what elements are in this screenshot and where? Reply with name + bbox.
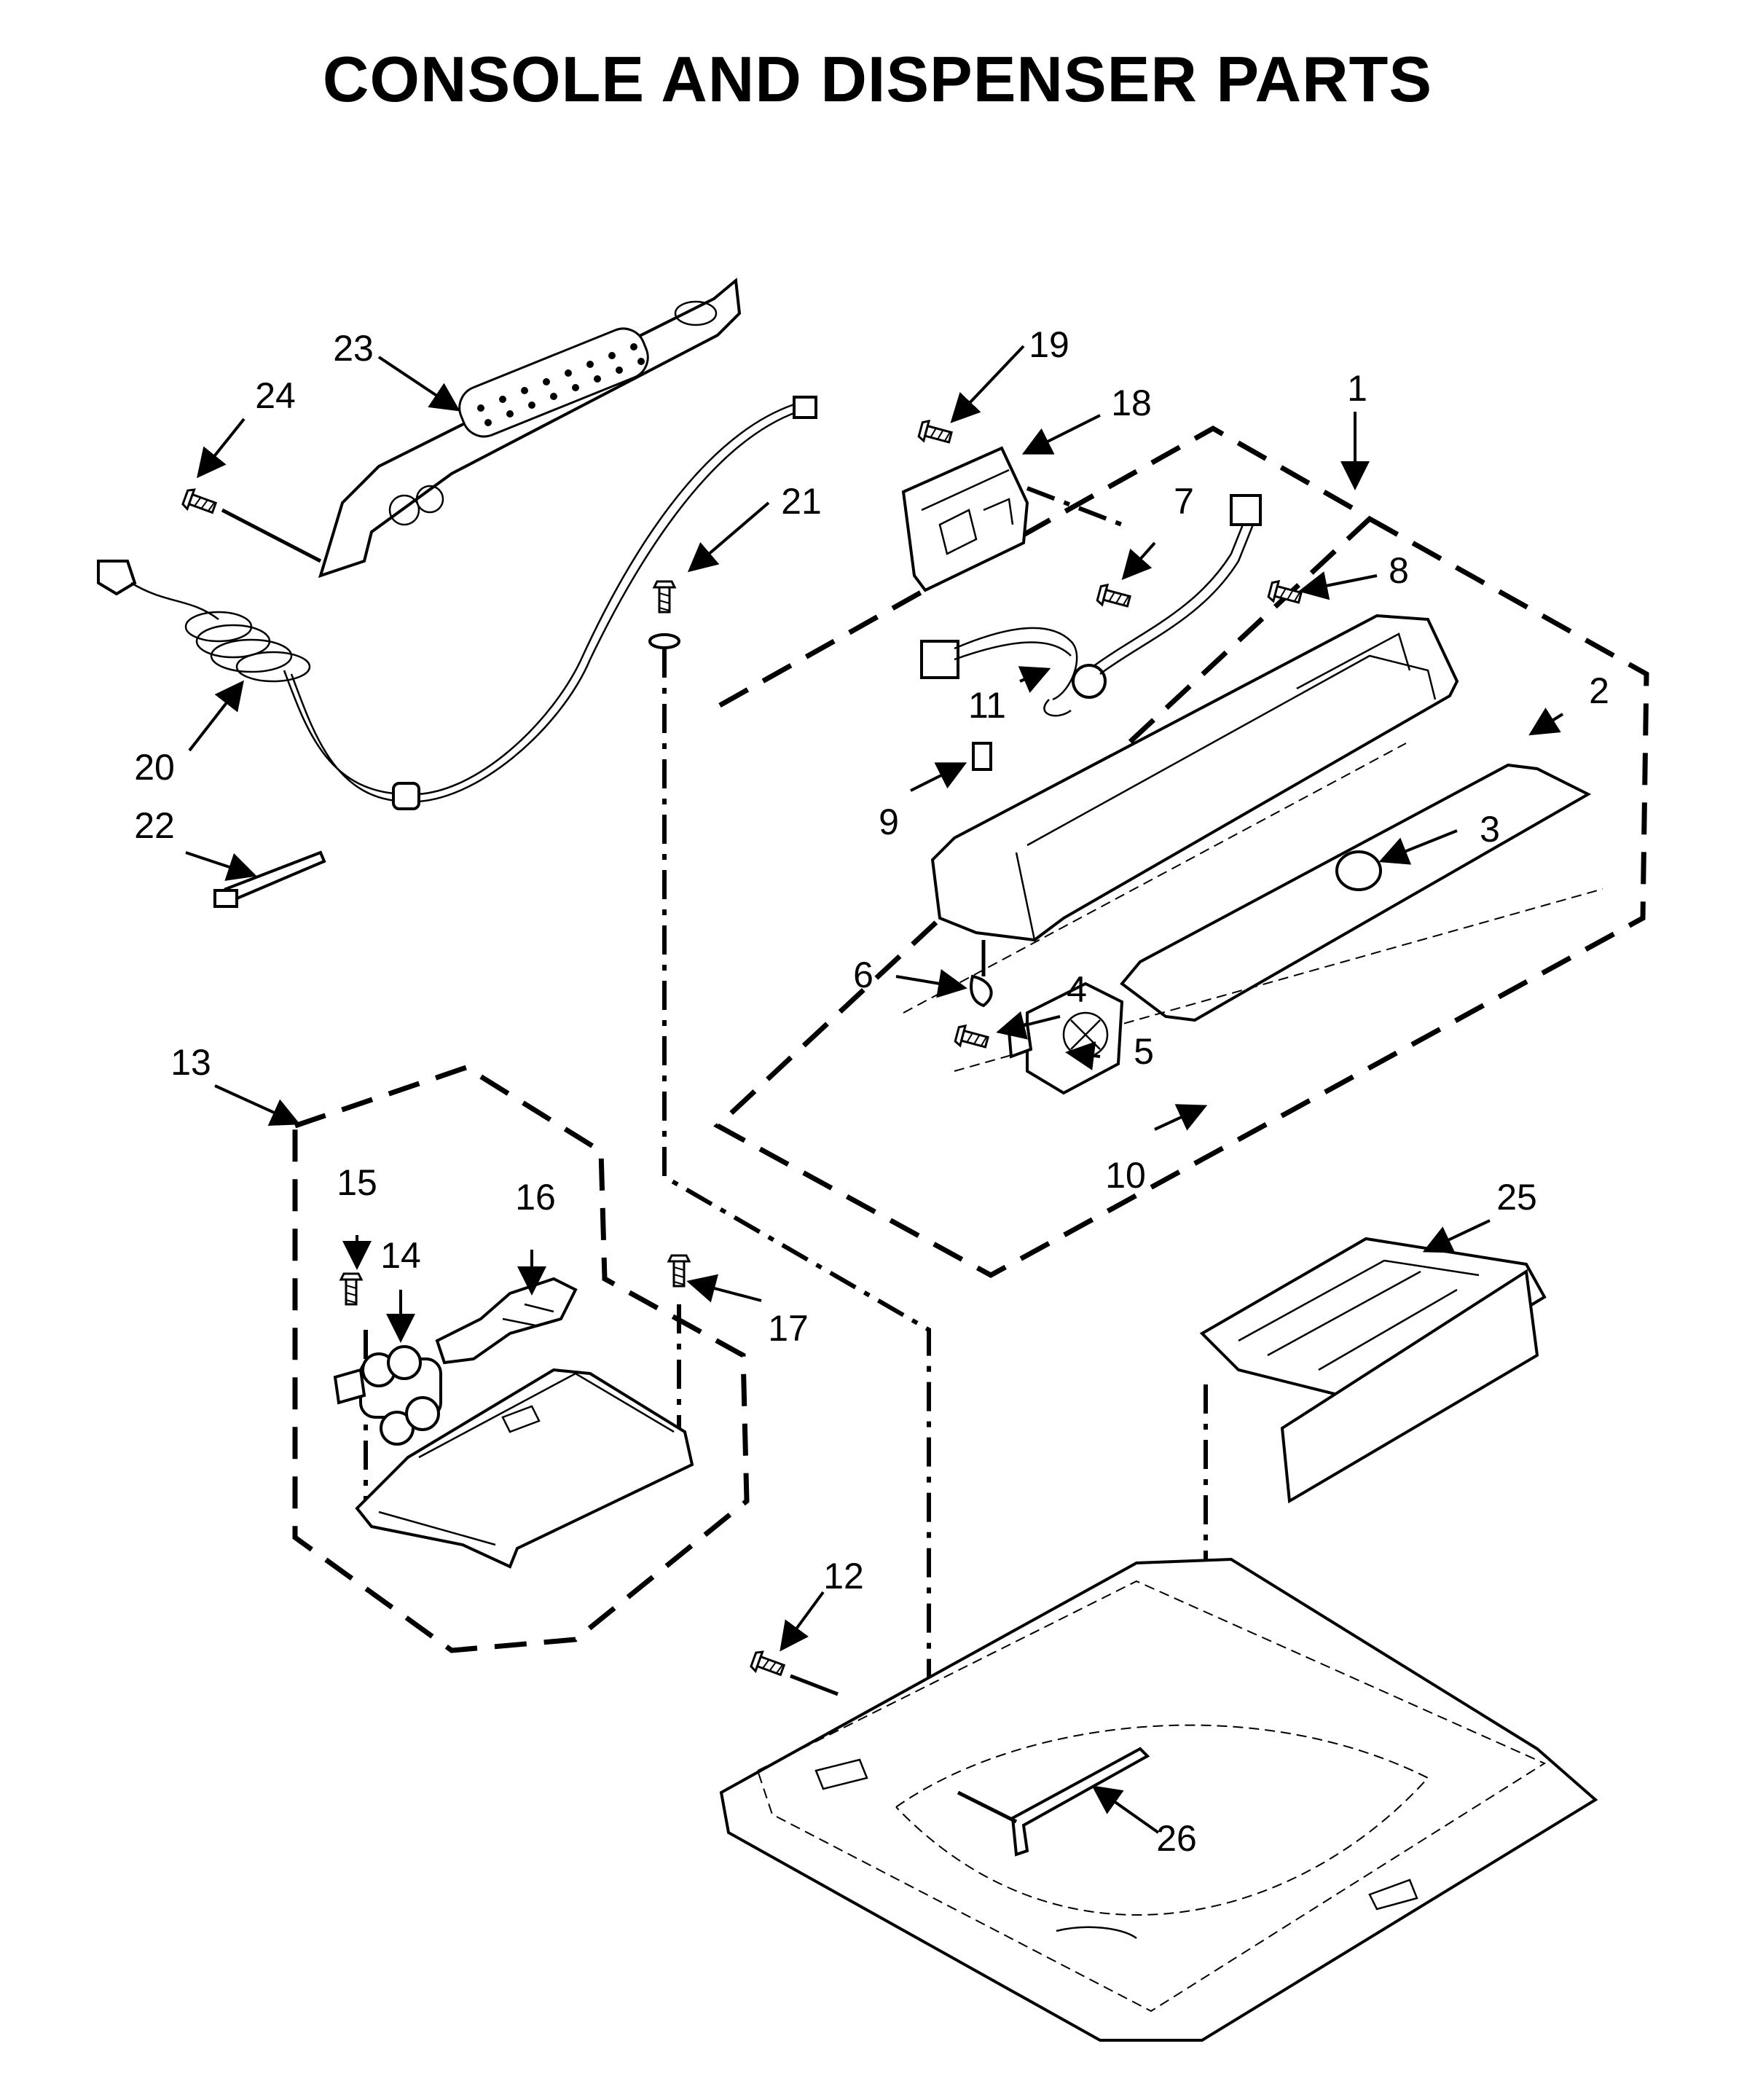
top-cover-part xyxy=(719,1557,1598,2042)
control-board-part xyxy=(355,1368,694,1569)
callout-14: 14 xyxy=(380,1235,421,1276)
knob-part xyxy=(1335,850,1382,891)
callout-22: 22 xyxy=(134,805,175,846)
callout-26: 26 xyxy=(1156,1818,1197,1859)
screw-4-part xyxy=(953,1023,991,1054)
callout-19: 19 xyxy=(1029,324,1069,365)
cable-tie-part xyxy=(213,850,326,908)
screw-21-part xyxy=(653,580,676,614)
alignment-line-18 xyxy=(1026,486,1123,527)
buzzer-part xyxy=(1007,982,1124,1095)
dispenser-drawer-part xyxy=(1199,1237,1547,1504)
callout-13: 13 xyxy=(170,1042,211,1083)
screw-7-part xyxy=(1095,582,1133,613)
callout-7: 7 xyxy=(1174,481,1194,522)
screw-19-part xyxy=(916,418,954,449)
callout-20: 20 xyxy=(134,747,175,788)
console-assembly-boundary xyxy=(713,425,1649,1278)
valve-assembly-boundary xyxy=(292,1065,750,1653)
callout-21: 21 xyxy=(781,481,822,522)
callout-1: 1 xyxy=(1347,368,1367,409)
screw-17-part xyxy=(667,1254,691,1288)
alignment-line-21 xyxy=(662,649,931,1741)
callout-4: 4 xyxy=(1067,969,1087,1010)
callout-23: 23 xyxy=(333,328,374,369)
clip-9-part xyxy=(972,742,992,771)
callout-8: 8 xyxy=(1389,550,1409,591)
bracket-26-part xyxy=(957,1747,1150,1857)
callout-18: 18 xyxy=(1111,383,1152,423)
callout-17: 17 xyxy=(768,1308,809,1349)
callout-15: 15 xyxy=(337,1162,377,1203)
power-cord-part xyxy=(97,396,817,810)
callout-6: 6 xyxy=(853,955,873,995)
callout-16: 16 xyxy=(515,1177,556,1218)
valve-harness-part xyxy=(435,1277,578,1365)
callout-2: 2 xyxy=(1589,670,1609,711)
diagram-title: CONSOLE AND DISPENSER PARTS xyxy=(322,43,1433,115)
callout-24: 24 xyxy=(255,375,296,416)
inlet-valve-part xyxy=(333,1345,442,1446)
alignment-line-12 xyxy=(790,1674,839,1696)
callout-labels: 1 2 3 4 5 6 7 8 9 10 11 12 13 14 15 16 1… xyxy=(134,324,1609,1859)
screw-12-part xyxy=(749,1648,788,1681)
callout-11: 11 xyxy=(968,685,1006,726)
callout-5: 5 xyxy=(1134,1031,1154,1072)
clip-6-part xyxy=(970,974,993,1008)
callout-10: 10 xyxy=(1105,1155,1146,1196)
screw-24-part xyxy=(181,486,219,519)
callout-9: 9 xyxy=(879,802,899,842)
callout-12: 12 xyxy=(823,1556,864,1596)
wire-harness-part xyxy=(920,494,1262,717)
leader-arrows xyxy=(185,345,1564,1834)
washer-21-part xyxy=(648,633,680,649)
console-housing-part xyxy=(930,614,1459,942)
callout-3: 3 xyxy=(1480,809,1500,850)
console-rear-panel-part xyxy=(318,278,742,579)
callout-25: 25 xyxy=(1496,1177,1537,1218)
ui-board-part xyxy=(901,446,1029,592)
screw-15-part xyxy=(339,1272,363,1306)
